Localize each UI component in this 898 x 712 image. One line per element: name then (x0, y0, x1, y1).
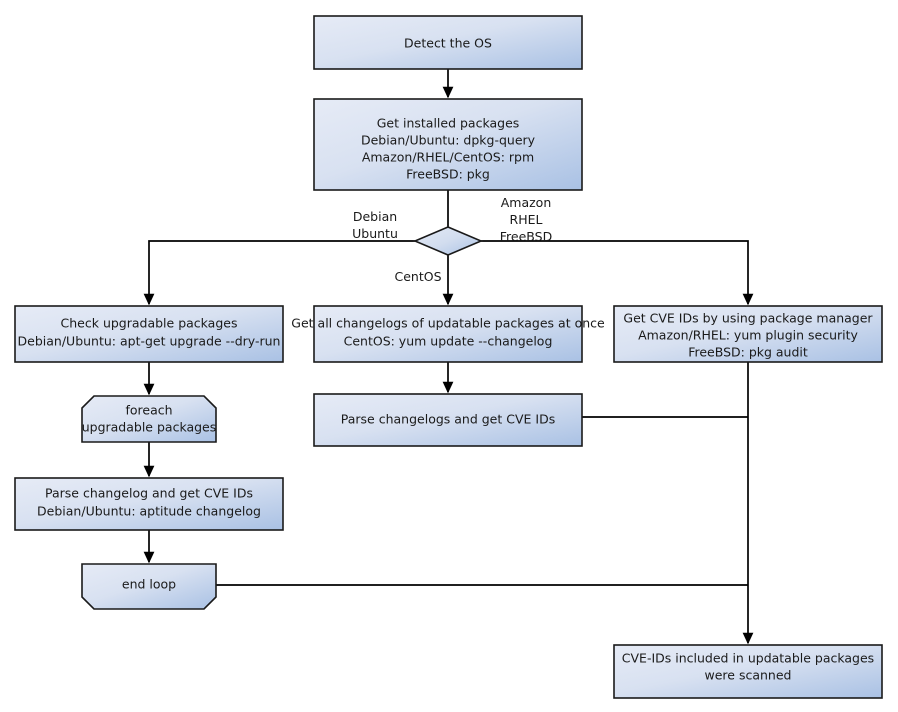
node-detect-os[interactable]: Detect the OS (313, 15, 583, 70)
node-get-cve-ids-package-manager-line1: Get CVE IDs by using package manager (623, 311, 873, 326)
node-scan-complete-shape (613, 644, 883, 699)
node-get-installed-packages-line4: FreeBSD: pkg (406, 167, 490, 182)
node-check-upgradable-packages-line2: Debian/Ubuntu: apt-get upgrade --dry-run (18, 334, 281, 349)
edge-decision-left (143, 240, 415, 306)
node-detect-os-shape (313, 15, 583, 70)
node-loop-start-line1: foreach (125, 403, 172, 418)
node-parse-changelogs-center-line1: Parse changelogs and get CVE IDs (341, 412, 555, 427)
node-get-installed-packages-line3: Amazon/RHEL/CentOS: rpm (362, 150, 534, 165)
node-check-upgradable-packages-line1: Check upgradable packages (61, 316, 238, 331)
node-get-all-changelogs[interactable]: Get all changelogs of updatable packages… (291, 305, 605, 363)
node-scan-complete[interactable]: CVE-IDs included in updatable packages w… (613, 644, 883, 699)
node-loop-end-line1: end loop (122, 577, 176, 592)
node-scan-complete-line1: CVE-IDs included in updatable packages (622, 651, 874, 666)
edge-decision-right (481, 240, 754, 306)
node-get-cve-ids-package-manager[interactable]: Get CVE IDs by using package manager Ama… (613, 305, 883, 363)
node-get-all-changelogs-shape (313, 305, 583, 363)
node-os-decision-shape (412, 226, 484, 256)
node-check-upgradable-packages[interactable]: Check upgradable packages Debian/Ubuntu:… (14, 305, 284, 363)
node-loop-end-shape (81, 563, 217, 610)
node-os-decision[interactable] (412, 226, 484, 256)
node-get-cve-ids-package-manager-line3: FreeBSD: pkg audit (688, 345, 808, 360)
edge-label-amazon-rhel-freebsd-line2: RHEL (510, 212, 543, 227)
node-parse-changelog-left[interactable]: Parse changelog and get CVE IDs Debian/U… (14, 477, 284, 531)
node-loop-start-line2: upgradable packages (82, 420, 217, 435)
edge-label-debian-ubuntu-line1: Debian (353, 209, 397, 224)
node-parse-changelog-left-line1: Parse changelog and get CVE IDs (45, 486, 253, 501)
node-get-installed-packages-line2: Debian/Ubuntu: dpkg-query (361, 133, 536, 148)
node-scan-complete-line2: were scanned (705, 668, 792, 683)
node-get-cve-ids-package-manager-line2: Amazon/RHEL: yum plugin security (638, 328, 858, 343)
node-loop-start-shape (81, 395, 217, 443)
edge-label-centos: CentOS (394, 269, 441, 284)
node-get-installed-packages[interactable]: Get installed packages Debian/Ubuntu: dp… (313, 98, 583, 191)
node-loop-start[interactable]: foreach upgradable packages (81, 395, 217, 443)
node-check-upgradable-packages-shape (14, 305, 284, 363)
node-get-all-changelogs-line1: Get all changelogs of updatable packages… (291, 316, 605, 331)
edge-label-amazon-rhel-freebsd-line1: Amazon (501, 195, 552, 210)
node-get-installed-packages-line1: Get installed packages (377, 116, 520, 131)
node-detect-os-line1: Detect the OS (404, 36, 492, 51)
node-parse-changelog-left-line2: Debian/Ubuntu: aptitude changelog (37, 504, 261, 519)
edge-label-amazon-rhel-freebsd-line3: FreeBSD (500, 229, 552, 244)
node-parse-changelogs-center-shape (313, 393, 583, 447)
connector-layer (143, 69, 754, 645)
edge-label-layer: Debian Ubuntu Amazon RHEL FreeBSD CentOS (352, 195, 552, 284)
node-get-installed-packages-shape (313, 98, 583, 191)
node-parse-changelog-left-shape (14, 477, 284, 531)
node-loop-end[interactable]: end loop (81, 563, 217, 610)
edge-label-debian-ubuntu-line2: Ubuntu (352, 226, 398, 241)
node-get-cve-ids-package-manager-shape (613, 305, 883, 363)
node-parse-changelogs-center[interactable]: Parse changelogs and get CVE IDs (313, 393, 583, 447)
node-get-all-changelogs-line2: CentOS: yum update --changelog (344, 334, 553, 349)
